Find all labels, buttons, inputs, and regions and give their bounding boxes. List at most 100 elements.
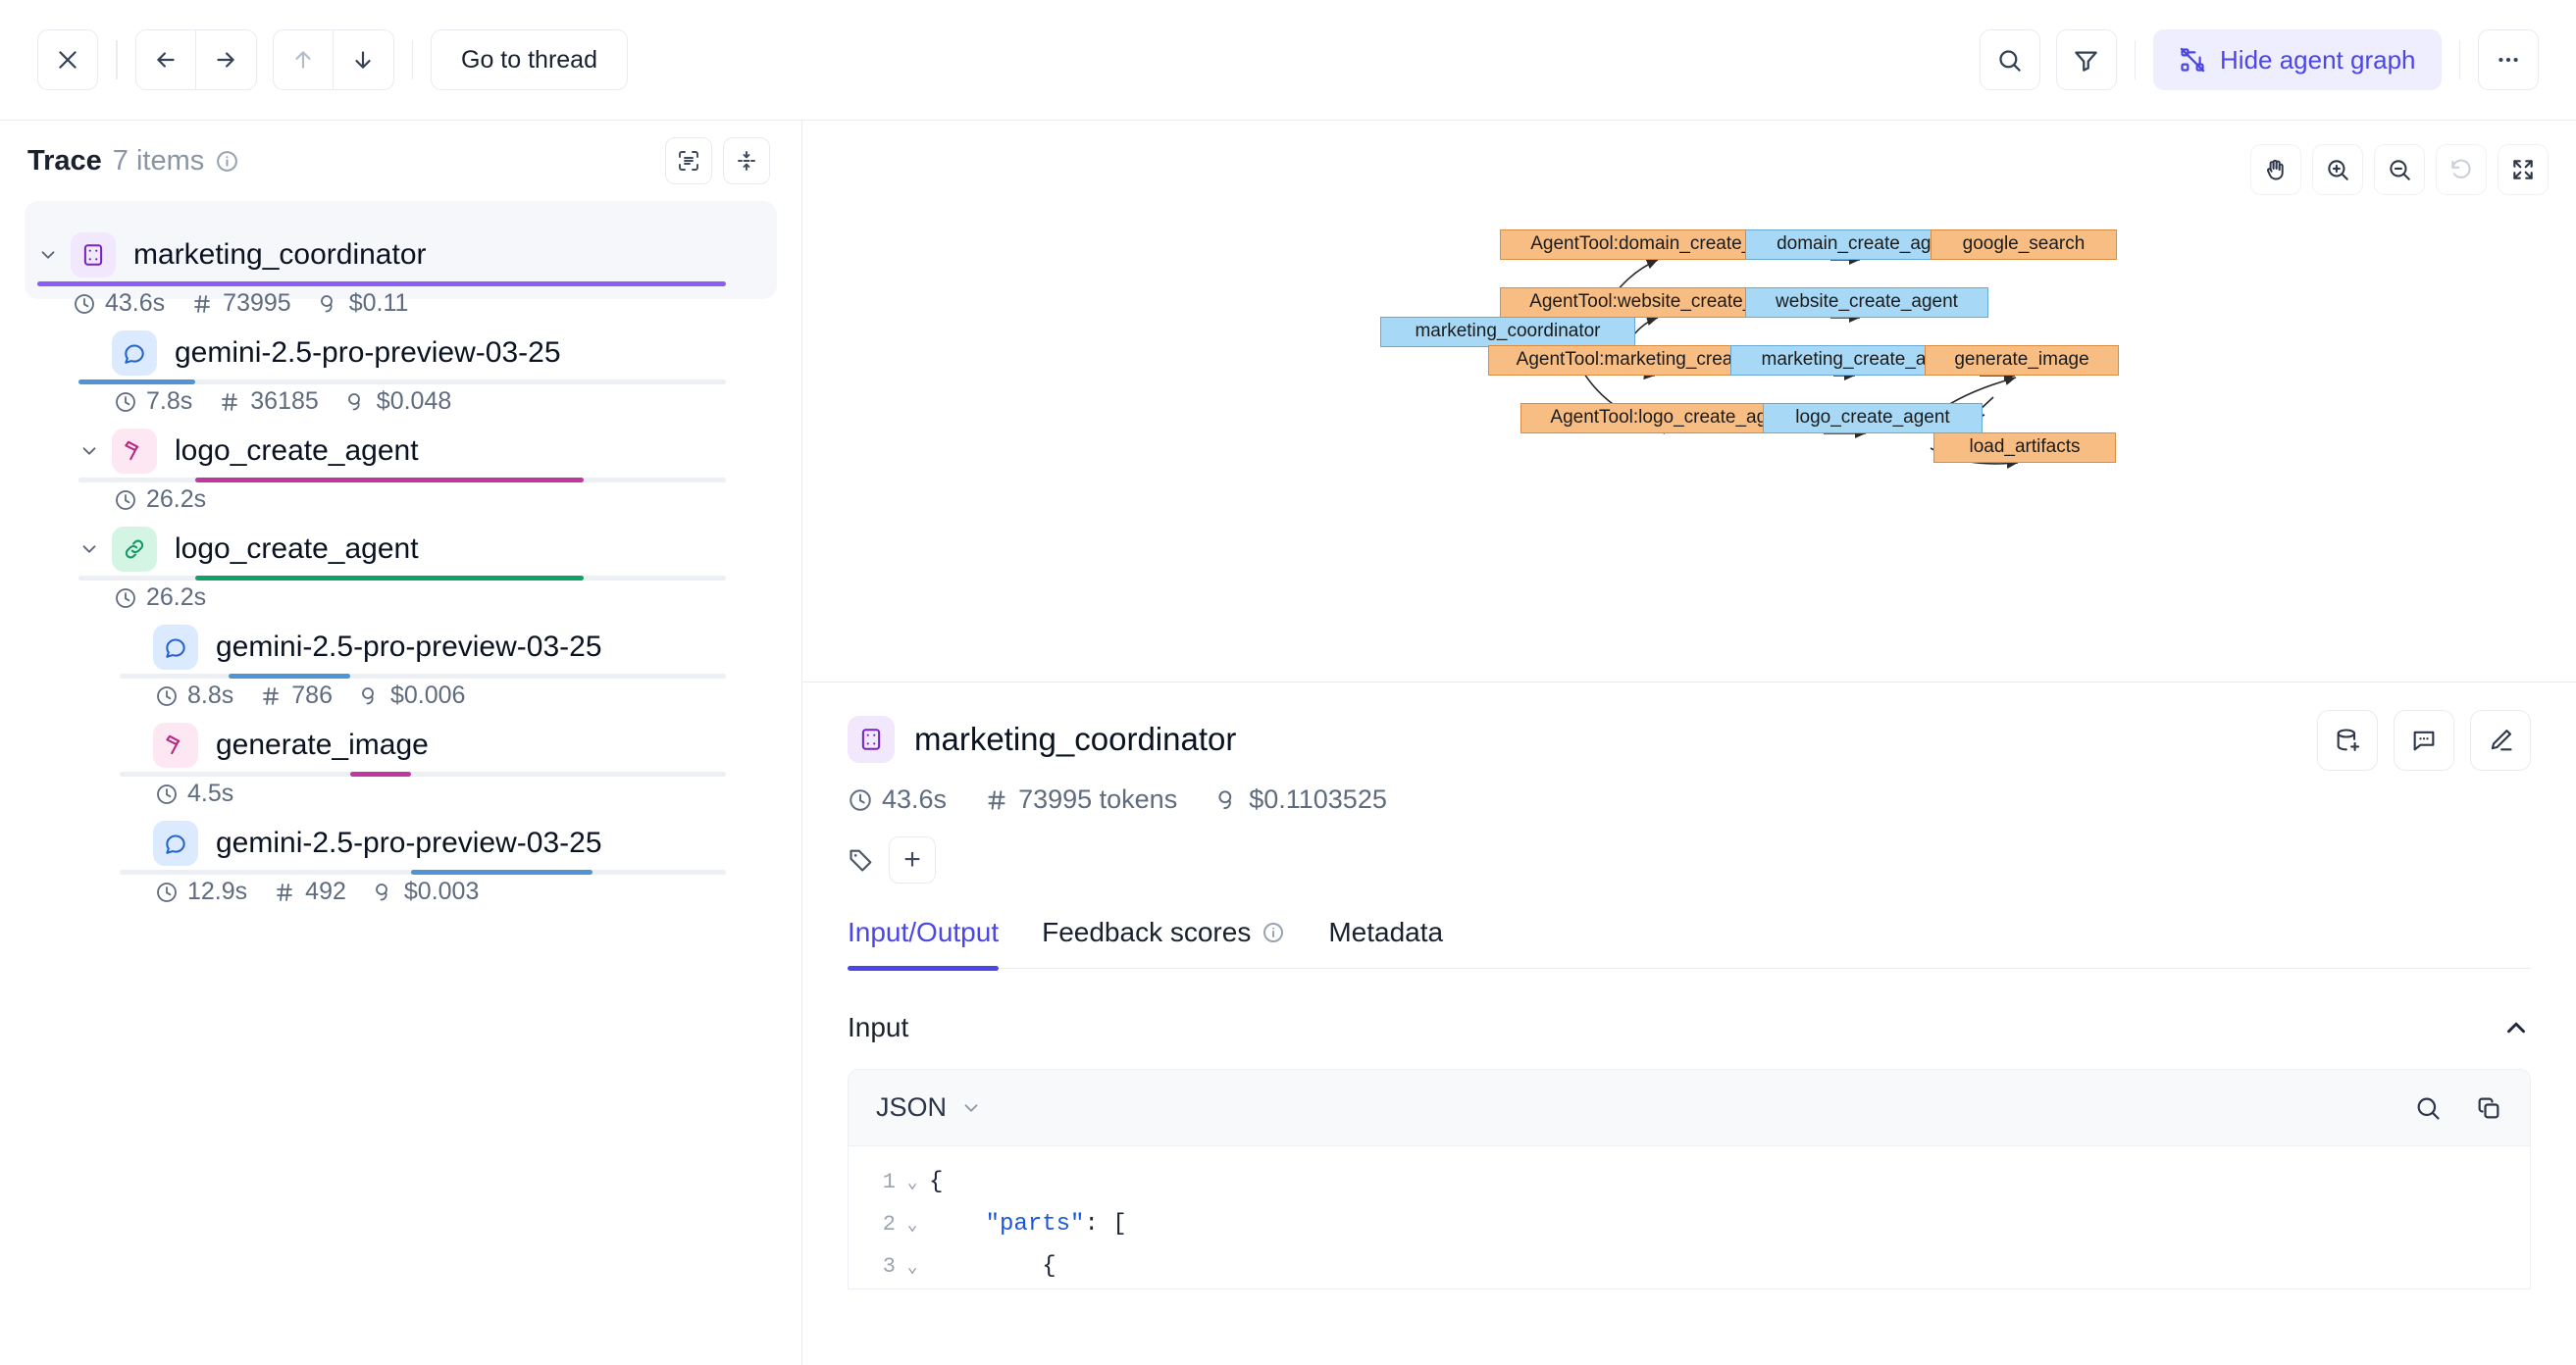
add-to-dataset-button[interactable]: [2317, 710, 2378, 771]
trace-row-main: generate_image: [120, 723, 801, 768]
graph-node-label: AgentTool:logo_create_agent: [1550, 406, 1793, 428]
trace-title: Trace: [27, 144, 102, 177]
detail-title-row: marketing_coordinator: [848, 716, 2531, 763]
code-line: 3⌄ {: [849, 1246, 2530, 1289]
edit-button[interactable]: [2470, 710, 2531, 771]
search-button[interactable]: [1979, 29, 2040, 90]
fold-toggle-icon[interactable]: ⌄: [906, 1216, 918, 1236]
duration-bar-track: [78, 379, 726, 384]
close-button[interactable]: [37, 29, 98, 90]
zoom-in-button[interactable]: [2312, 144, 2363, 195]
code-search-button[interactable]: [2414, 1094, 2442, 1122]
graph-node-logo_create_agent[interactable]: logo_create_agent: [1763, 402, 1983, 433]
duration-bar-fill: [410, 870, 593, 875]
duration-bar-track: [37, 281, 726, 286]
trace-row-name: logo_create_agent: [175, 434, 419, 467]
row-tokens: 786: [259, 682, 333, 710]
chevron-down-icon[interactable]: [37, 244, 59, 266]
graph-node-label: domain_create_agent: [1777, 232, 1957, 254]
trace-row-stats: 26.2s: [114, 583, 801, 612]
zoom-out-button[interactable]: [2374, 144, 2425, 195]
trace-row-main: gemini-2.5-pro-preview-03-25: [120, 821, 801, 866]
trace-row-name: gemini-2.5-pro-preview-03-25: [216, 631, 602, 663]
trace-span-icon: [848, 716, 895, 763]
reset-button: [2436, 144, 2487, 195]
code-copy-button[interactable]: [2475, 1094, 2502, 1122]
info-icon[interactable]: [215, 149, 239, 174]
code-text: {: [929, 1169, 944, 1195]
trace-row-main: logo_create_agent: [78, 527, 801, 572]
graph-node-marketing_coordinator[interactable]: marketing_coordinator: [1380, 316, 1635, 347]
fold-toggle-icon[interactable]: ⌄: [906, 1174, 918, 1193]
chevron-down-icon: [960, 1097, 982, 1119]
fullscreen-button[interactable]: [2498, 144, 2549, 195]
previous-button[interactable]: [272, 29, 334, 90]
graph-node-label: marketing_create_agent: [1761, 348, 1963, 370]
tab-input-output[interactable]: Input/Output: [848, 917, 1000, 971]
tab-metadata[interactable]: Metadata: [1328, 917, 1443, 968]
info-icon[interactable]: [1262, 921, 1285, 944]
detail-span-name: marketing_coordinator: [914, 721, 1237, 757]
pan-hand-button[interactable]: [2250, 144, 2301, 195]
tab-label: Input/Output: [848, 917, 1000, 947]
tab-feedback-scores[interactable]: Feedback scores: [1042, 917, 1285, 968]
back-button[interactable]: [134, 29, 196, 90]
more-options-button[interactable]: [2478, 29, 2539, 90]
graph-node-google_search[interactable]: google_search: [1931, 228, 2117, 260]
line-number: 2: [882, 1212, 896, 1237]
graph-node-label: AgentTool:website_create_agent: [1529, 290, 1800, 312]
tool-icon: [112, 429, 157, 474]
trace-row-name: gemini-2.5-pro-preview-03-25: [175, 336, 561, 369]
tag-icon: [848, 846, 875, 874]
llm-icon: [153, 821, 198, 866]
next-button[interactable]: [333, 29, 394, 90]
toolbar-divider-4: [2458, 40, 2460, 79]
fold-toggle-icon[interactable]: ⌄: [906, 1258, 918, 1278]
input-section-header[interactable]: Input: [848, 1012, 2531, 1043]
code-content[interactable]: 1⌄{2⌄ "parts": [3⌄ {: [849, 1146, 2530, 1289]
expand-rows-button[interactable]: [665, 137, 712, 184]
chevron-down-icon[interactable]: [78, 538, 100, 560]
graph-node-website_create_agent[interactable]: website_create_agent: [1745, 286, 1988, 318]
tab-label: Feedback scores: [1042, 917, 1252, 947]
code-language-label: JSON: [876, 1092, 948, 1122]
chevron-up-icon[interactable]: [2501, 1013, 2531, 1042]
graph-node-generate_image[interactable]: generate_image: [1925, 344, 2119, 376]
collapse-rows-button[interactable]: [723, 137, 770, 184]
zoom-out-icon: [2387, 157, 2412, 182]
trace-row-main: logo_create_agent: [78, 429, 801, 474]
go-to-thread-button[interactable]: Go to thread: [431, 29, 628, 90]
add-tag-button[interactable]: +: [889, 836, 936, 884]
code-language-select[interactable]: JSON: [876, 1092, 982, 1123]
hide-agent-graph-button[interactable]: Hide agent graph: [2153, 29, 2442, 90]
line-number: 3: [882, 1254, 896, 1279]
graph-node-load_artifacts[interactable]: load_artifacts: [1933, 431, 2116, 463]
go-to-thread-label: Go to thread: [461, 45, 597, 74]
chevron-down-icon[interactable]: [78, 440, 100, 462]
detail-tokens-stat: 73995 tokens: [984, 784, 1177, 815]
filter-button[interactable]: [2055, 29, 2117, 90]
input-section: Input JSON: [848, 1012, 2531, 1289]
trace-row-main: marketing_coordinator: [37, 232, 801, 278]
graph-node-label: marketing_coordinator: [1415, 320, 1601, 341]
forward-button[interactable]: [195, 29, 257, 90]
graph-node-label: load_artifacts: [1969, 435, 2081, 457]
row-cost: $0.003: [372, 878, 479, 906]
trace-row-content: logo_create_agent 26.2s: [0, 513, 801, 612]
row-cost: $0.006: [358, 682, 465, 710]
comment-button[interactable]: [2394, 710, 2454, 771]
graph-node-label: logo_create_agent: [1795, 406, 1950, 428]
graph-node-label: generate_image: [1954, 348, 2089, 370]
duration-bar-fill: [229, 674, 350, 679]
trace-row[interactable]: logo_create_agent 26.2s: [0, 495, 801, 611]
